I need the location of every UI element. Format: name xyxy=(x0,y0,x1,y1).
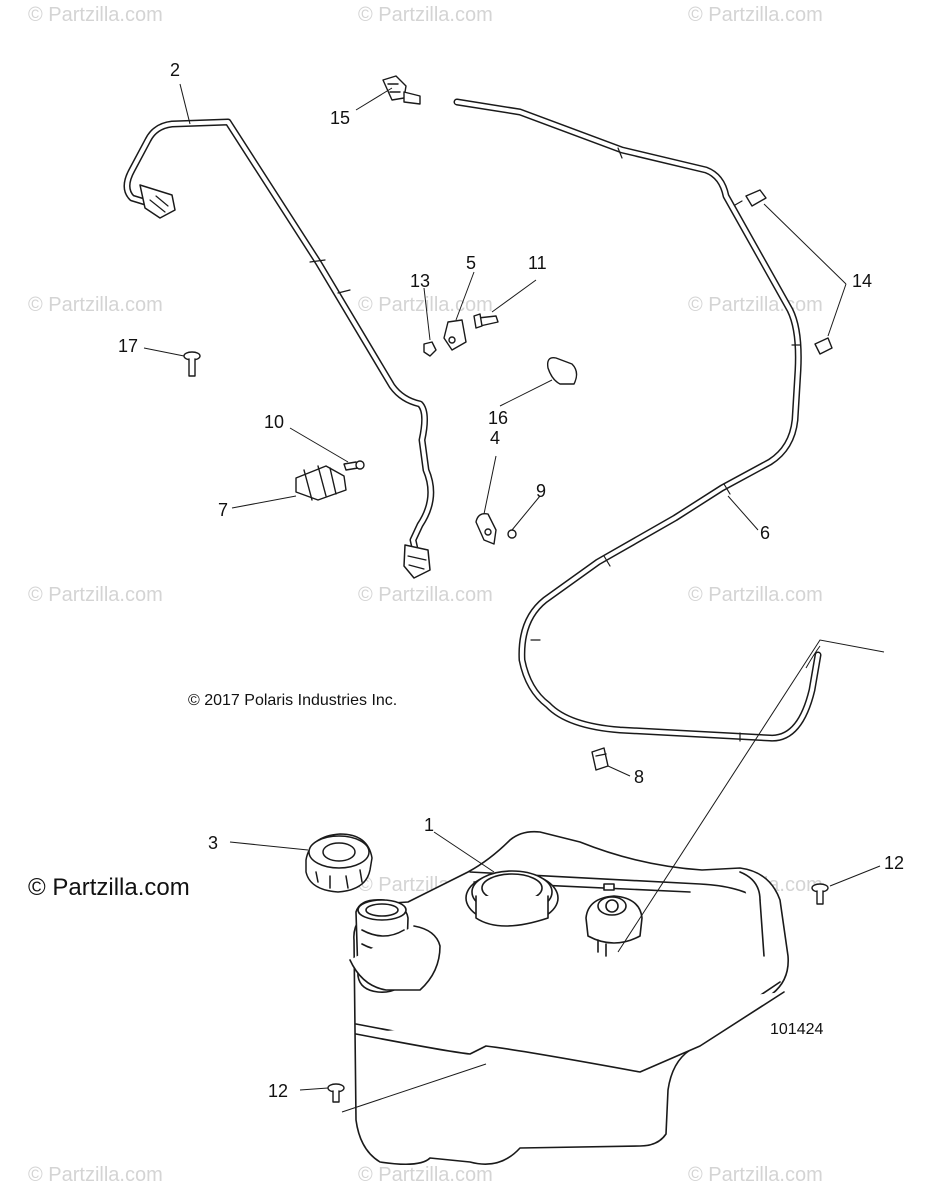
callout-11: 11 xyxy=(528,253,547,273)
callout-14: 14 xyxy=(852,271,873,291)
watermark: © Partzilla.com xyxy=(688,1164,823,1186)
screw-part-17 xyxy=(183,351,201,377)
callout-3: 3 xyxy=(208,833,219,853)
clips-part-14 xyxy=(745,189,833,355)
callout-17: 17 xyxy=(118,336,139,356)
watermark: © Partzilla.com xyxy=(688,4,823,26)
screw-part-11 xyxy=(473,313,499,329)
callout-10: 10 xyxy=(264,412,285,432)
bracket-part-7 xyxy=(295,465,347,501)
callout-8: 8 xyxy=(634,767,645,787)
vent-valve-part-15 xyxy=(382,75,421,105)
watermark: © Partzilla.com xyxy=(28,4,163,26)
fuel-line-part-6 xyxy=(453,98,822,742)
clamp-part-4 xyxy=(475,512,497,545)
figure-number: 101424 xyxy=(770,1021,824,1038)
clip-part-16 xyxy=(546,357,578,385)
fuel-cap-part-3 xyxy=(305,833,373,893)
clamp-part-5 xyxy=(443,319,467,351)
brand-watermark: © Partzilla.com xyxy=(28,874,190,901)
callout-12: 12 xyxy=(884,853,905,873)
callout-6: 6 xyxy=(760,523,771,543)
callout-7: 7 xyxy=(218,500,229,520)
fuel-tank-part-1 xyxy=(349,830,789,1166)
watermark: © Partzilla.com xyxy=(688,584,823,606)
callout-1: 1 xyxy=(424,815,435,835)
callout-12: 12 xyxy=(268,1081,289,1101)
copyright-notice: © 2017 Polaris Industries Inc. xyxy=(188,692,398,709)
callout-2: 2 xyxy=(170,60,181,80)
clip-part-8 xyxy=(591,747,609,771)
nut-part-13 xyxy=(423,341,437,357)
watermark: © Partzilla.com xyxy=(28,294,163,316)
screw-part-10 xyxy=(343,460,365,471)
watermark: © Partzilla.com xyxy=(28,584,163,606)
leader-lines xyxy=(143,83,885,1113)
callout-5: 5 xyxy=(466,253,477,273)
callout-4: 4 xyxy=(490,428,501,448)
callout-16: 16 xyxy=(488,408,509,428)
watermark: © Partzilla.com xyxy=(358,1164,493,1186)
watermark: © Partzilla.com xyxy=(28,1164,163,1186)
screw-part-12 xyxy=(327,883,829,1103)
callout-15: 15 xyxy=(330,108,351,128)
nut-part-9 xyxy=(507,529,517,539)
watermark: © Partzilla.com xyxy=(358,584,493,606)
callout-13: 13 xyxy=(410,271,431,291)
vent-hose-part-2 xyxy=(123,118,435,579)
watermark: © Partzilla.com xyxy=(358,4,493,26)
callout-9: 9 xyxy=(536,481,547,501)
